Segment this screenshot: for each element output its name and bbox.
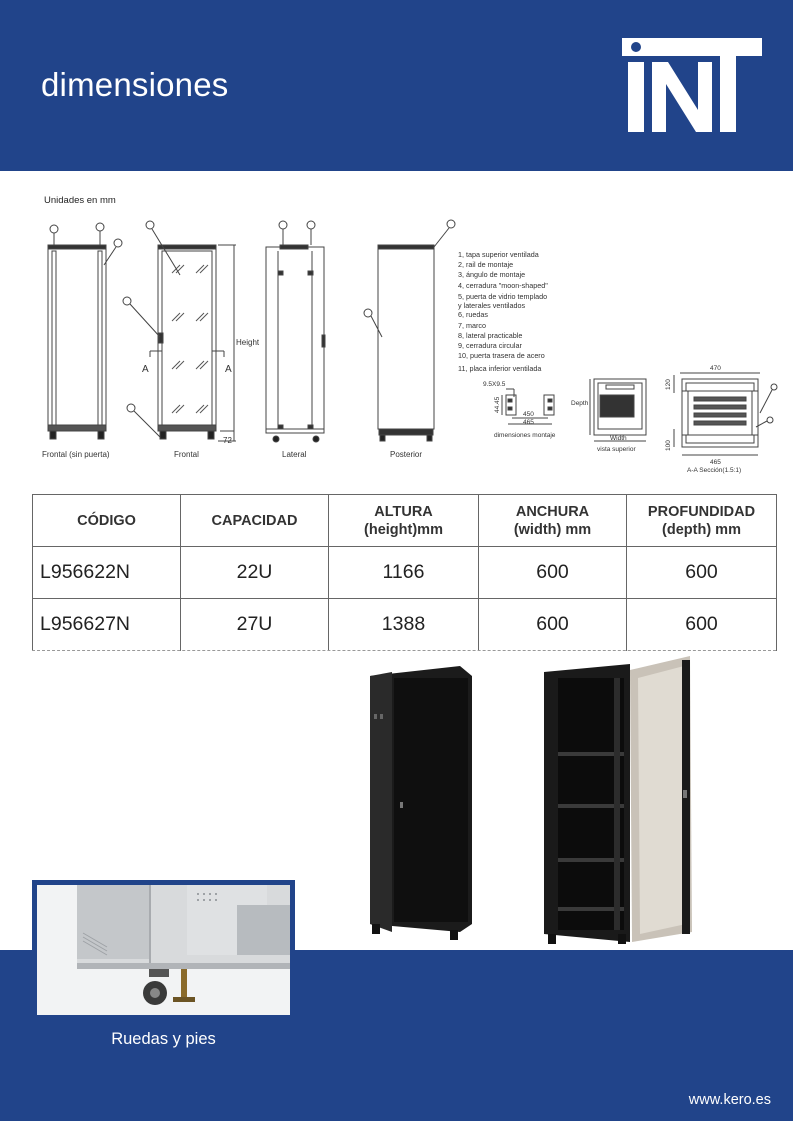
header-band: dimensiones — [0, 0, 793, 171]
int-logo — [622, 38, 762, 132]
section-marker-right: A — [225, 364, 232, 375]
page-title: dimensiones — [41, 66, 229, 103]
section-height-100: 100 — [665, 440, 672, 451]
technical-drawing: Frontal (sin puerta) Frontal Lateral Pos… — [42, 219, 778, 474]
cell-capacidad: 22U — [180, 546, 329, 599]
legend-list: 1, tapa superior ventilada 2, rail de mo… — [458, 250, 548, 373]
section-marker-left: A — [142, 364, 149, 375]
cell-altura: 1166 — [328, 546, 479, 599]
view-frontal — [122, 220, 236, 442]
table-row: L956622N 22U 1166 600 600 — [32, 546, 777, 599]
view-posterior — [363, 219, 456, 442]
mount-pitch-dim: 44.45 — [494, 396, 501, 413]
section-height-120: 120 — [665, 379, 672, 390]
legend-item: 11, placa inferior ventilada — [458, 364, 541, 373]
legend-item: 3, ángulo de montaje — [458, 270, 525, 279]
mount-width-465: 465 — [523, 419, 534, 426]
view-label-lateral: Lateral — [282, 450, 307, 459]
cell-capacidad: 27U — [180, 598, 329, 651]
legend-item: 5, puerta de vidrio templado — [458, 292, 547, 301]
cell-codigo: L956622N — [32, 546, 181, 599]
rack-closed-photo — [370, 666, 472, 940]
wheels-caption: Ruedas y pies — [111, 1030, 216, 1048]
view-label-frontal-sin-puerta: Frontal (sin puerta) — [42, 450, 110, 459]
view-lateral — [265, 220, 326, 443]
header-altura: ALTURA(height)mm — [328, 494, 479, 547]
legend-item: 2, rail de montaje — [458, 260, 513, 269]
top-view-depth: Depth — [571, 400, 589, 407]
section-aa-drawing — [673, 372, 778, 456]
table-row: L956627N 27U 1388 600 600 — [32, 598, 777, 651]
cell-profundidad: 600 — [626, 598, 777, 651]
dim-72: 72 — [223, 436, 232, 445]
legend-item: 10, puerta trasera de acero — [458, 351, 545, 360]
units-note: Unidades en mm — [44, 195, 116, 206]
mount-hole-dim: 9.5X9.5 — [483, 381, 506, 388]
header-codigo: CÓDIGO — [32, 494, 181, 547]
header-profundidad: PROFUNDIDAD(depth) mm — [626, 494, 777, 547]
cell-profundidad: 600 — [626, 546, 777, 599]
cell-codigo: L956627N — [32, 598, 181, 651]
mount-caption: dimensiones montaje — [494, 432, 556, 439]
top-view-width: Width — [610, 435, 627, 442]
footer-url[interactable]: www.kero.es — [688, 1092, 771, 1108]
header-capacidad: CAPACIDAD — [180, 494, 329, 547]
top-view-drawing — [589, 378, 647, 442]
rack-open-photo — [544, 656, 692, 944]
view-frontal-sin-puerta — [47, 222, 123, 440]
legend-item: 1, tapa superior ventilada — [458, 250, 539, 259]
cell-anchura: 600 — [478, 598, 627, 651]
section-width-465: 465 — [710, 459, 721, 466]
legend-item: 7, marco — [458, 321, 486, 330]
section-caption: A-A Sección(1.5:1) — [687, 467, 741, 474]
legend-item: 6, ruedas — [458, 310, 488, 319]
wheels-photo — [37, 885, 290, 1015]
view-label-frontal: Frontal — [174, 450, 199, 459]
view-label-posterior: Posterior — [390, 450, 422, 459]
section-width-470: 470 — [710, 365, 721, 372]
wheels-photo-frame — [32, 880, 295, 1020]
header-anchura: ANCHURA(width) mm — [478, 494, 627, 547]
legend-item: 4, cerradura "moon-shaped" — [458, 281, 548, 290]
top-view-caption: vista superior — [597, 446, 636, 453]
height-label: Height — [236, 338, 260, 347]
mount-width-450: 450 — [523, 411, 534, 418]
spec-table: CÓDIGO CAPACIDAD ALTURA(height)mm ANCHUR… — [32, 494, 777, 651]
legend-item: 9, cerradura circular — [458, 341, 523, 350]
legend-item: 8, lateral practicable — [458, 331, 522, 340]
legend-item: y laterales ventilados — [458, 301, 526, 310]
table-bottom-rule — [32, 650, 776, 651]
mount-dims-drawing — [501, 388, 555, 425]
cell-altura: 1388 — [328, 598, 479, 651]
cell-anchura: 600 — [478, 546, 627, 599]
table-header-row: CÓDIGO CAPACIDAD ALTURA(height)mm ANCHUR… — [32, 494, 777, 547]
